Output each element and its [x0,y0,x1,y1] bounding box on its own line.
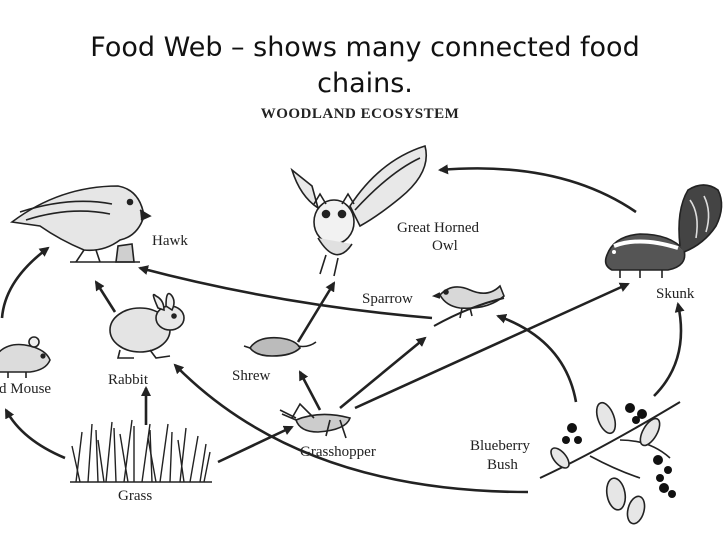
arrow-mouse-to-hawk [0,246,50,319]
arrow-blueberry-to-rabbit [173,363,529,494]
label-mouse: d Mouse [0,381,51,397]
sparrow-illustration [431,284,505,327]
label-grasshopper: Grasshopper [300,444,376,460]
label-blueberry-line1: Blueberry [470,438,530,454]
label-hawk: Hawk [152,233,188,249]
shrew-illustration [243,336,317,357]
arrow-grasshopper-to-shrew [298,370,322,411]
arrow-blueberry-to-skunk [653,302,685,397]
arrow-blueberry-to-sparrow [496,313,578,403]
slide-title: Food Web – shows many connected food cha… [90,32,640,99]
grass-illustration [70,419,212,483]
arrow-grass-to-grasshopper [217,425,294,464]
diagram-subtitle: WOODLAND ECOSYSTEM [260,106,460,122]
label-skunk: Skunk [656,286,695,302]
label-grass: Grass [118,488,152,504]
grasshopper-illustration [279,402,352,439]
arrow-shrew-to-owl [296,281,336,343]
hawk-illustration [9,185,152,263]
skunk-illustration [604,184,723,278]
label-sparrow: Sparrow [362,291,413,307]
blueberry-bush-illustration [539,401,681,525]
arrow-skunk-to-owl [438,164,637,214]
label-shrew: Shrew [232,368,270,384]
label-blueberry-line2: Bush [487,457,518,473]
arrow-grasshopper-to-skunk [354,282,630,410]
arrow-grasshopper-to-sparrow [339,336,427,410]
label-owl-line2: Owl [432,238,458,254]
arrow-grass-to-mouse [4,408,66,460]
owl-illustration [290,144,427,277]
mouse-illustration [0,336,51,378]
label-owl-line1: Great Horned [397,220,480,236]
arrow-rabbit-to-hawk [94,280,117,313]
label-rabbit: Rabbit [108,372,149,388]
arrow-sparrow-to-hawk [138,265,433,320]
rabbit-illustration [109,292,185,359]
